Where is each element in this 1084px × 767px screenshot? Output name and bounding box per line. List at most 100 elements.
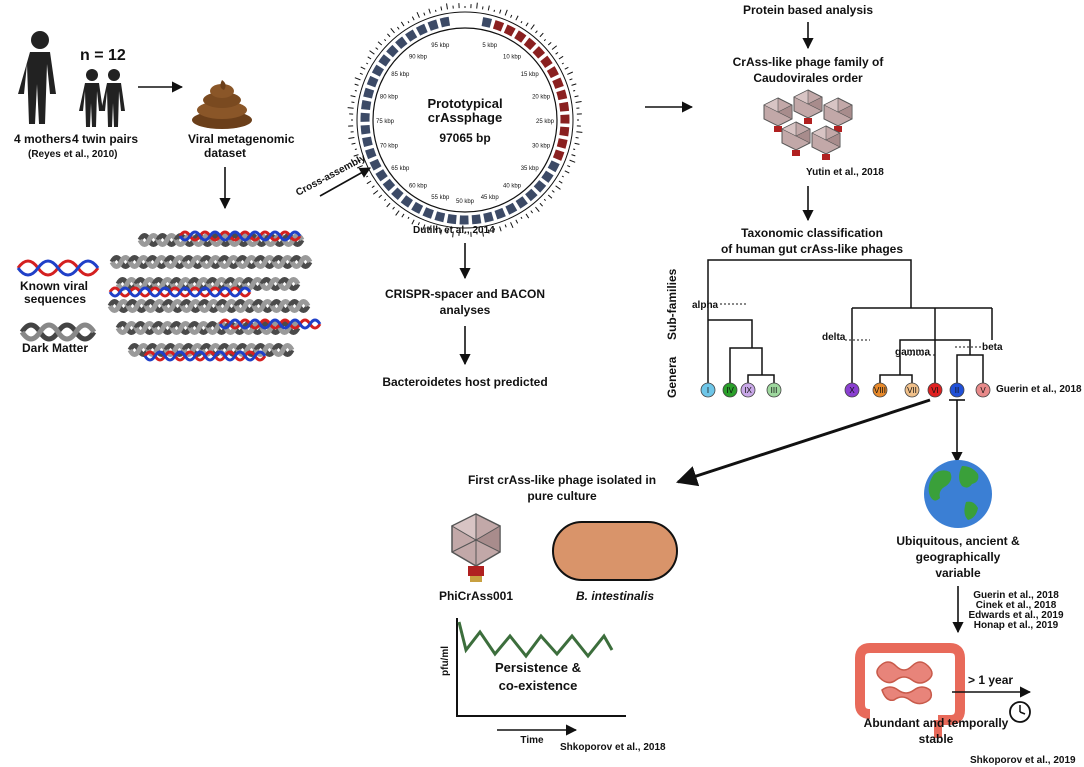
genome-outer-tick [573,90,576,92]
genome-red-segment [503,24,516,37]
genome-outer-tick [375,47,379,50]
dark-matter-strand [271,255,295,269]
genome-outer-tick [351,142,356,145]
dark-matter-strand [143,299,167,313]
genome-title-1: Prototypical [427,96,502,111]
genome-kbp-tick-label: 20 kbp [532,94,551,100]
genome-outer-tick [530,24,535,30]
genome-outer-tick [493,228,495,231]
dark-matter-strand [155,233,179,247]
genome-red-segment [552,149,565,161]
genome-outer-tick [520,21,523,24]
genome-kbp-tick-label: 35 kbp [521,166,540,172]
alpha-label: alpha [692,300,719,311]
genome-outer-tick [369,50,375,55]
genome-outer-tick [452,231,454,238]
dark-matter-strand [209,233,233,247]
genome-outer-tick [390,27,395,34]
time-axis-label: Time [520,735,544,746]
genome-outer-tick [428,8,431,14]
genome-outer-tick [575,101,582,103]
genus-label-VII: VII [907,386,917,395]
dark-matter-strand [169,321,193,335]
dark-matter-strand [289,255,313,269]
dark-matter-strand [163,255,187,269]
genome-dark-segment [386,44,399,58]
genome-outer-tick [571,83,577,86]
genome-red-segment [514,30,527,43]
genome-outer-tick [386,202,391,208]
genome-kbp-tick-label: 95 kbp [431,43,450,49]
genome-outer-tick [567,71,574,75]
genome-outer-tick [372,190,379,195]
genome-outer-tick [384,198,387,201]
known-viral-strand [143,350,267,362]
genome-outer-tick [504,9,508,16]
genome-outer-tick [499,226,502,232]
genome-dark-segment [378,54,391,67]
genome-dark-segment [481,17,493,28]
genome-outer-tick [551,45,558,50]
mothers-label: 4 mothers [14,132,72,146]
genome-dark-segment [360,124,371,135]
genome-outer-tick [569,159,576,163]
genome-outer-tick [543,198,546,201]
dark-matter-strand [233,299,257,313]
genome-outer-tick [377,41,383,46]
dark-matter-strand [287,299,311,313]
genome-dark-segment [446,214,457,225]
persistence-curve [457,621,614,659]
genome-size: 97065 bp [439,131,490,145]
dark-matter-strand [205,277,229,291]
genome-kbp-tick-label: 70 kbp [380,144,399,150]
genome-outer-tick [354,90,357,92]
genome-outer-tick [569,78,573,81]
genome-dark-segment [505,202,518,215]
genome-outer-tick [387,33,391,38]
dark-matter-strand [269,299,293,313]
genome-dark-segment [369,158,382,171]
dark-matter-strand [109,255,133,269]
delta-label: delta [822,332,846,343]
genome-outer-tick [539,32,544,38]
known-viral-strand [108,286,252,298]
genus-label-VIII: VIII [874,386,886,395]
genome-outer-tick [510,14,513,18]
genome-outer-tick [367,56,372,60]
genome-outer-tick [428,226,431,231]
genome-outer-tick [567,165,571,168]
genome-outer-ring [356,11,574,229]
dark-matter-strand [215,299,239,313]
genus-label-IV: IV [726,386,734,395]
subfamilies-axis-label: Sub-families [665,268,679,340]
genome-outer-tick [487,229,490,234]
globe-icon [924,460,992,528]
genome-dark-segment [375,169,388,182]
genome-red-segment [556,89,568,101]
genome-kbp-tick-label: 80 kbp [380,94,399,100]
genome-dark-segment [439,16,451,28]
genome-dark-segment [434,211,446,223]
genome-outer-tick [564,170,570,174]
genome-outer-tick [558,180,563,184]
genome-dark-segment [405,29,418,42]
genus-label-I: I [707,386,709,395]
genome-outer-tick [353,154,359,157]
dark-matter-strand [253,255,277,269]
genome-dark-segment [547,160,560,173]
genome-outer-tick [357,159,361,162]
genome-outer-tick [348,137,355,139]
genome-red-segment [552,77,564,89]
genome-dark-segment [371,64,385,77]
genus-node-II [949,382,965,398]
genome-outer-tick [555,52,559,55]
genome-outer-tick [564,66,569,70]
taxonomy-label-2: of human gut crAss-like phages [721,242,903,256]
genome-dark-segment [382,178,396,192]
ubiquitous-label-1: Ubiquitous, ancient & [896,534,1020,548]
dark-matter-strand [145,343,169,357]
genome-dark-segment [533,180,547,193]
dark-matter-strand [127,255,151,269]
dark-matter-strand [137,233,161,247]
